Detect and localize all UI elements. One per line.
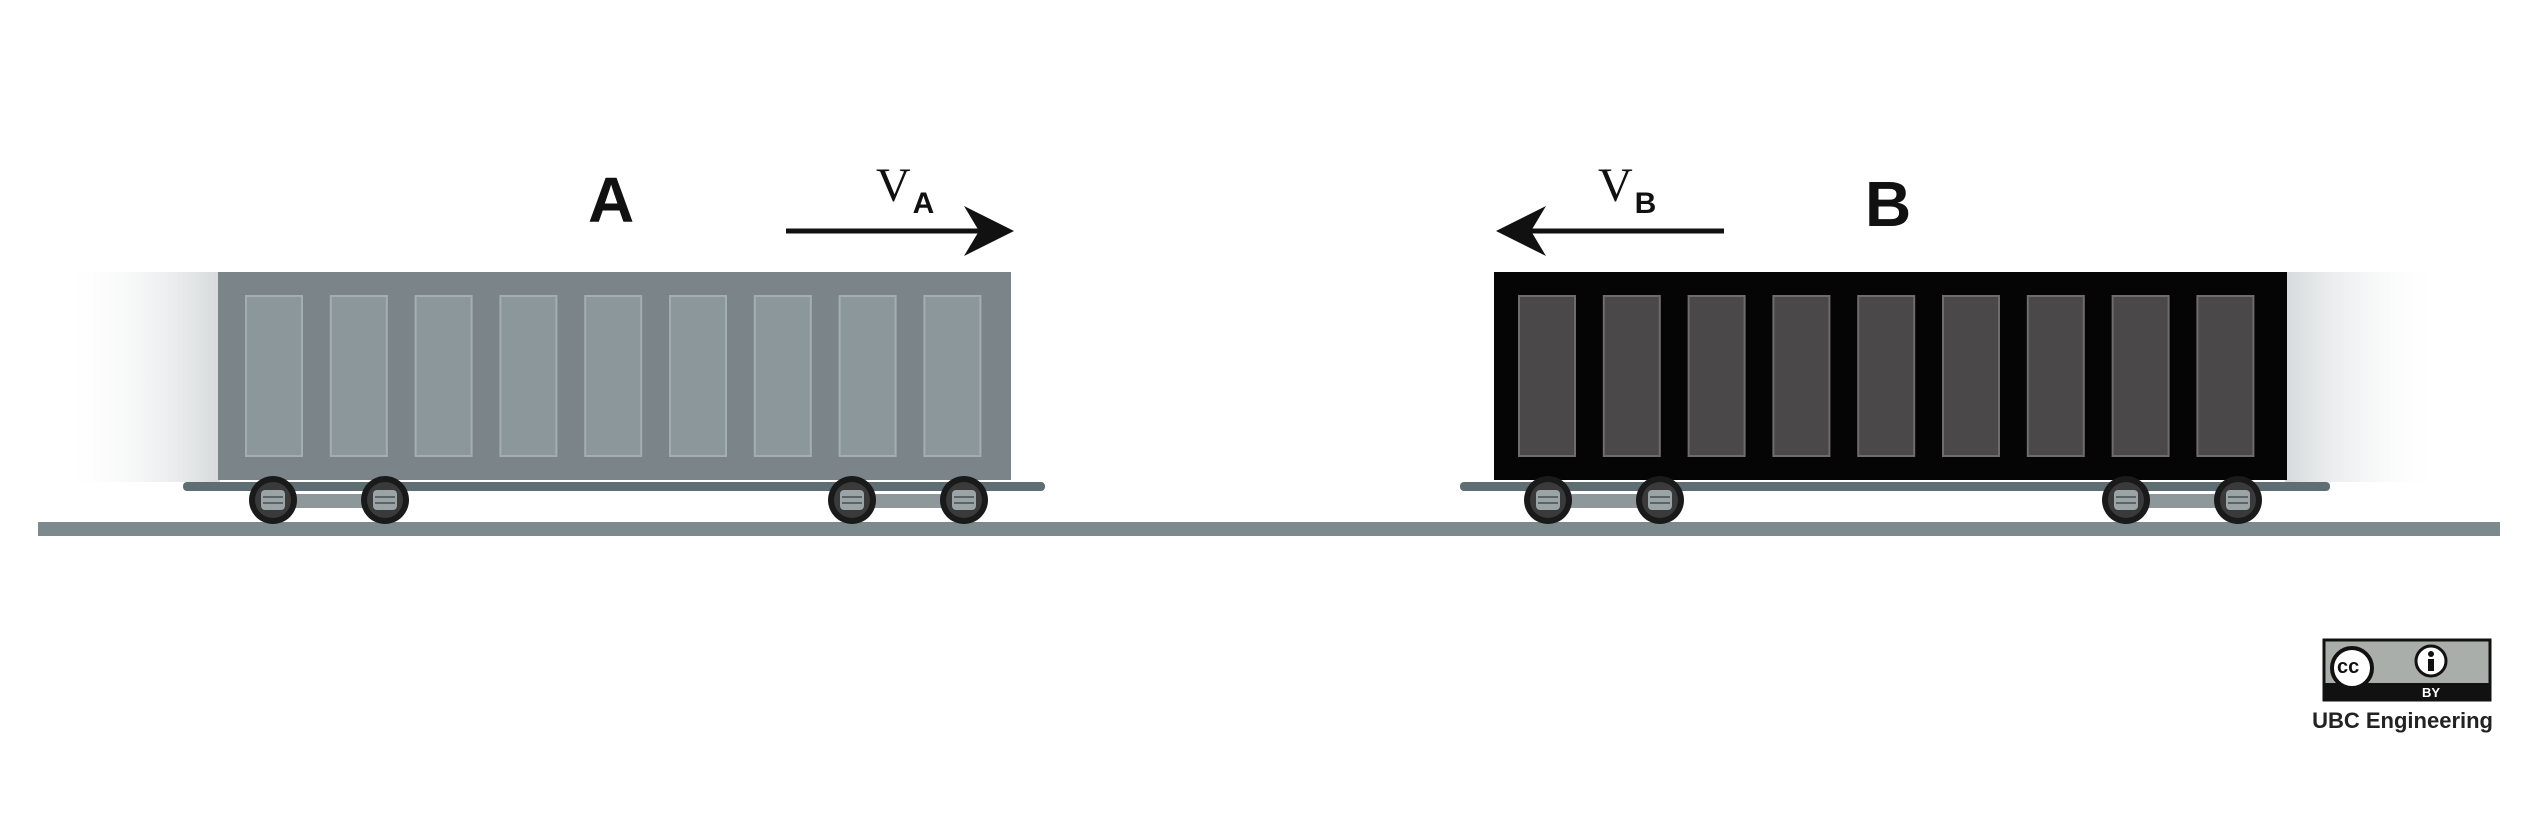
by-label: BY bbox=[2422, 685, 2441, 700]
car-b-label: B bbox=[1865, 168, 1912, 240]
wheel bbox=[940, 476, 988, 524]
door-panel bbox=[2026, 295, 2085, 457]
car-b-truck-front bbox=[1524, 476, 1684, 524]
car-a-label: A bbox=[588, 164, 635, 236]
car-b-frame bbox=[1460, 482, 2330, 491]
wheel bbox=[361, 476, 409, 524]
wheel bbox=[1524, 476, 1572, 524]
car-a-truck-front bbox=[249, 476, 409, 524]
wheel bbox=[1636, 476, 1684, 524]
door-panel bbox=[2111, 295, 2170, 457]
door-panel bbox=[1942, 295, 2000, 457]
car-b-truck-rear bbox=[2102, 476, 2262, 524]
cc-icon-text: cc bbox=[2337, 656, 2360, 678]
cc-icon bbox=[2330, 646, 2374, 690]
door-panel bbox=[1602, 295, 1661, 457]
credit-text: UBC Engineering bbox=[2312, 708, 2493, 733]
door-panel bbox=[414, 295, 473, 457]
car-a-frame bbox=[183, 482, 1045, 491]
door-panel bbox=[1518, 295, 1576, 457]
motion-fade-a bbox=[60, 272, 220, 482]
velocity-subscript-a: A bbox=[912, 187, 935, 220]
door-panel bbox=[753, 295, 812, 457]
velocity-symbol-a: V bbox=[876, 159, 911, 212]
door-panel bbox=[2196, 295, 2255, 457]
door-panel bbox=[1857, 295, 1916, 457]
car-a bbox=[183, 272, 1045, 524]
wheel bbox=[2102, 476, 2150, 524]
door-panel bbox=[329, 295, 388, 457]
door-panel bbox=[1687, 295, 1746, 457]
attribution-icon bbox=[2414, 644, 2448, 678]
door-panel bbox=[499, 295, 558, 457]
car-a-truck-rear bbox=[828, 476, 988, 524]
door-panel bbox=[669, 295, 727, 457]
door-panel bbox=[838, 295, 897, 457]
motion-fade-b bbox=[2285, 272, 2445, 482]
wheel bbox=[2214, 476, 2262, 524]
velocity-subscript-b: B bbox=[1634, 187, 1657, 220]
car-b-panels bbox=[1518, 295, 2255, 457]
wheel bbox=[828, 476, 876, 524]
velocity-label-a: VA bbox=[876, 162, 934, 219]
car-b bbox=[1460, 272, 2330, 524]
velocity-symbol-b: V bbox=[1598, 159, 1633, 212]
door-panel bbox=[245, 295, 303, 457]
door-panel bbox=[584, 295, 643, 457]
wheel bbox=[249, 476, 297, 524]
track bbox=[38, 522, 2500, 536]
door-panel bbox=[923, 295, 982, 457]
cc-by-badge bbox=[2322, 638, 2492, 702]
door-panel bbox=[1772, 295, 1831, 457]
car-a-panels bbox=[245, 295, 982, 457]
velocity-label-b: VB bbox=[1598, 162, 1656, 219]
